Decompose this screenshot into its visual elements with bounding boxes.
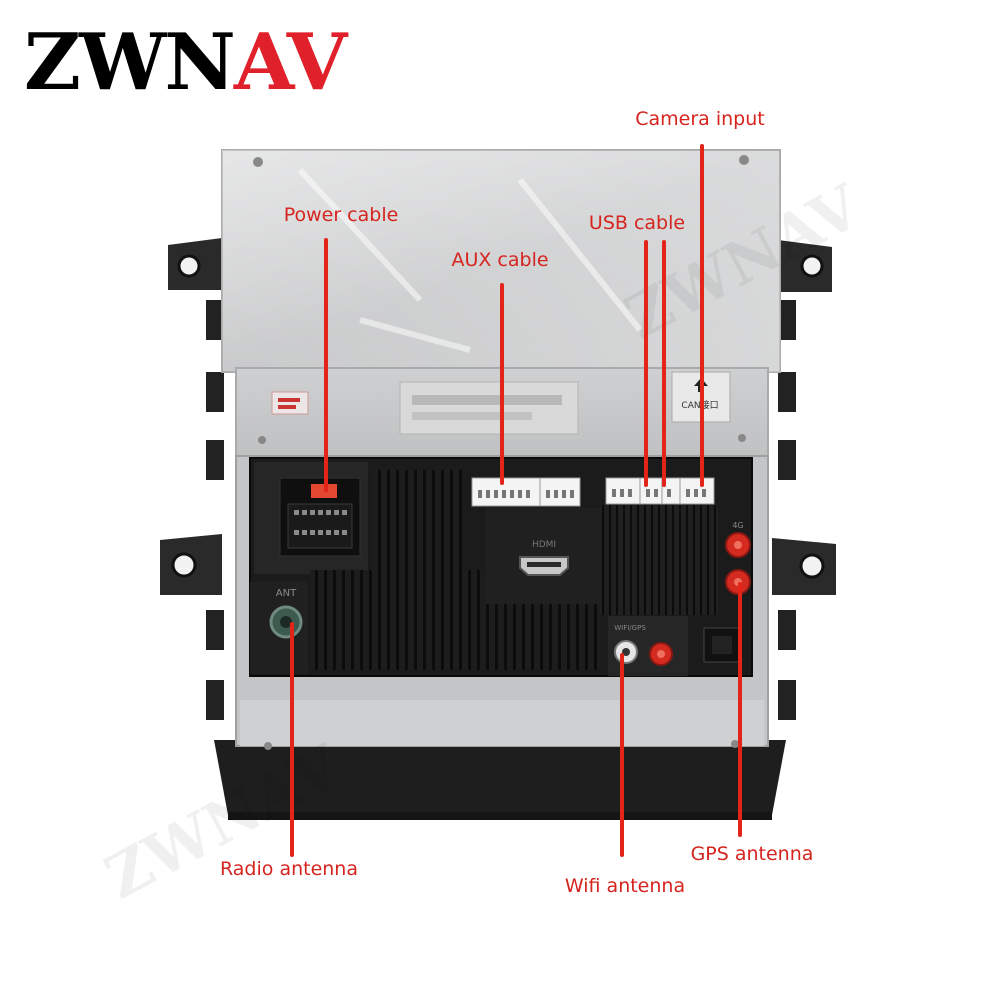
logo-text-red: AV [233, 17, 347, 108]
bottom-trim [214, 740, 786, 820]
power-cable-label: Power cable [283, 204, 399, 226]
power-connector [279, 477, 361, 557]
logo-text-dark: ZWN [24, 17, 236, 108]
mounting-bracket-right-top [778, 240, 832, 292]
zwnav-logo: ZWNAV [24, 17, 347, 108]
camera-input-label: Camera input [635, 108, 765, 130]
usb-cable-label: USB cable [588, 212, 686, 234]
mounting-bracket-left-bottom [160, 534, 222, 595]
wifi-port-label: WIFI/GPS [614, 624, 646, 632]
aux-cable-label: AUX cable [451, 249, 549, 271]
mounting-bracket-right-bottom [772, 538, 836, 595]
wifi-antenna-label: Wifi antenna [564, 875, 686, 897]
aux-connector [471, 477, 581, 507]
hdmi-port: HDMI [519, 540, 569, 576]
callout-lines [290, 144, 742, 857]
mounting-bracket-left-top [168, 238, 222, 290]
gps-connectors: 4G [725, 521, 751, 595]
wifi-connectors: WIFI/GPS [608, 616, 741, 676]
usb-camera-connectors [605, 477, 715, 505]
side-ribs [206, 300, 796, 720]
gps-antenna-label: GPS antenna [690, 843, 814, 865]
fourg-port-label: 4G [732, 521, 743, 530]
lower-plate-strip [240, 700, 764, 746]
antenna-port-label: ANT [276, 588, 297, 599]
hdmi-port-label: HDMI [532, 540, 556, 550]
radio-antenna-label: Radio antenna [220, 858, 358, 880]
